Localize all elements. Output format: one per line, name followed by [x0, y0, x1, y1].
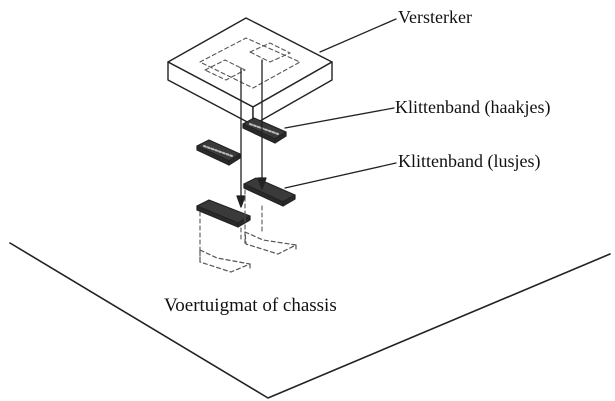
loop-strip-left: [196, 199, 251, 228]
leader-amplifier: [319, 18, 397, 53]
floor-placement-outlines: [199, 231, 297, 273]
leader-lines: [284, 18, 397, 189]
arrow-left-head-icon: [236, 195, 246, 208]
loop-strip-right: [243, 177, 296, 207]
label-amplifier: Versterker: [398, 7, 472, 27]
amplifier-hidden-lines: [199, 37, 301, 89]
velcro-loop-strips: [196, 177, 296, 228]
amplifier-box: [167, 17, 333, 126]
label-velcro-hook: Klittenband (haakjes): [395, 97, 551, 117]
alignment-arrows: [236, 59, 267, 208]
leader-loop: [284, 162, 397, 189]
leader-hook: [284, 107, 395, 129]
floor-edge: [9, 242, 611, 399]
label-floor: Voertuigmat of chassis: [164, 295, 337, 316]
amplifier-hidden-box: [199, 37, 301, 89]
label-velcro-loop: Klittenband (lusjes): [398, 151, 541, 171]
amplifier-hidden-feet: [204, 42, 291, 81]
floor-outline-right: [244, 231, 297, 255]
arrow-right-head-icon: [257, 177, 267, 190]
drop-lines: [199, 189, 263, 251]
hook-strip-right: [242, 117, 287, 144]
floor-outline-left: [199, 249, 251, 273]
floor-surface: [9, 242, 611, 399]
velcro-hook-strips: [196, 117, 287, 166]
hook-strip-left: [196, 139, 241, 166]
